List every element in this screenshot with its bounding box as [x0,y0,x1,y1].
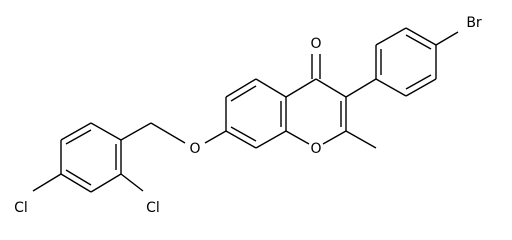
pyranone-ring [285,54,377,149]
bond [255,130,287,149]
double-bond-inner [230,126,257,142]
double-bond-inner [405,74,432,90]
bond [225,78,257,98]
bond [204,130,227,144]
chlorine-para-label: Cl [14,200,28,216]
double-bond-inner [230,85,257,102]
c-cl-bond [120,173,144,192]
benzyloxy-linker [120,122,227,144]
benzopyran-benzene-ring [225,78,287,149]
bond [90,122,122,141]
bond [375,27,407,46]
ether-oxygen-label: O [189,141,200,157]
c-br-bond [435,31,459,46]
bromophenyl-ring [345,27,459,98]
bond [60,122,92,141]
double-bond-inner [65,169,92,186]
bond [120,122,152,141]
bond [345,78,377,98]
c-cl-bond [32,173,62,192]
dichlorophenyl-ring [32,122,144,193]
bond [285,130,310,145]
chlorine-ortho-label: Cl [146,200,160,216]
bond [225,130,257,149]
bromine-label: Br [466,15,482,31]
bond [285,78,317,98]
bond [405,78,437,97]
bond [150,122,186,144]
bond [375,78,407,97]
bond [315,78,347,98]
double-bond-inner [405,34,432,50]
bond [322,130,347,145]
bond [405,27,437,46]
bond [90,173,122,193]
methyl-bond [345,130,377,149]
bond [60,173,92,193]
double-bond-inner [65,129,92,145]
bond [255,78,287,98]
ring-oxygen-label: O [310,141,321,157]
carbonyl-oxygen-label: O [310,36,321,52]
molecule-diagram: O O O Br Cl Cl [14,15,482,216]
